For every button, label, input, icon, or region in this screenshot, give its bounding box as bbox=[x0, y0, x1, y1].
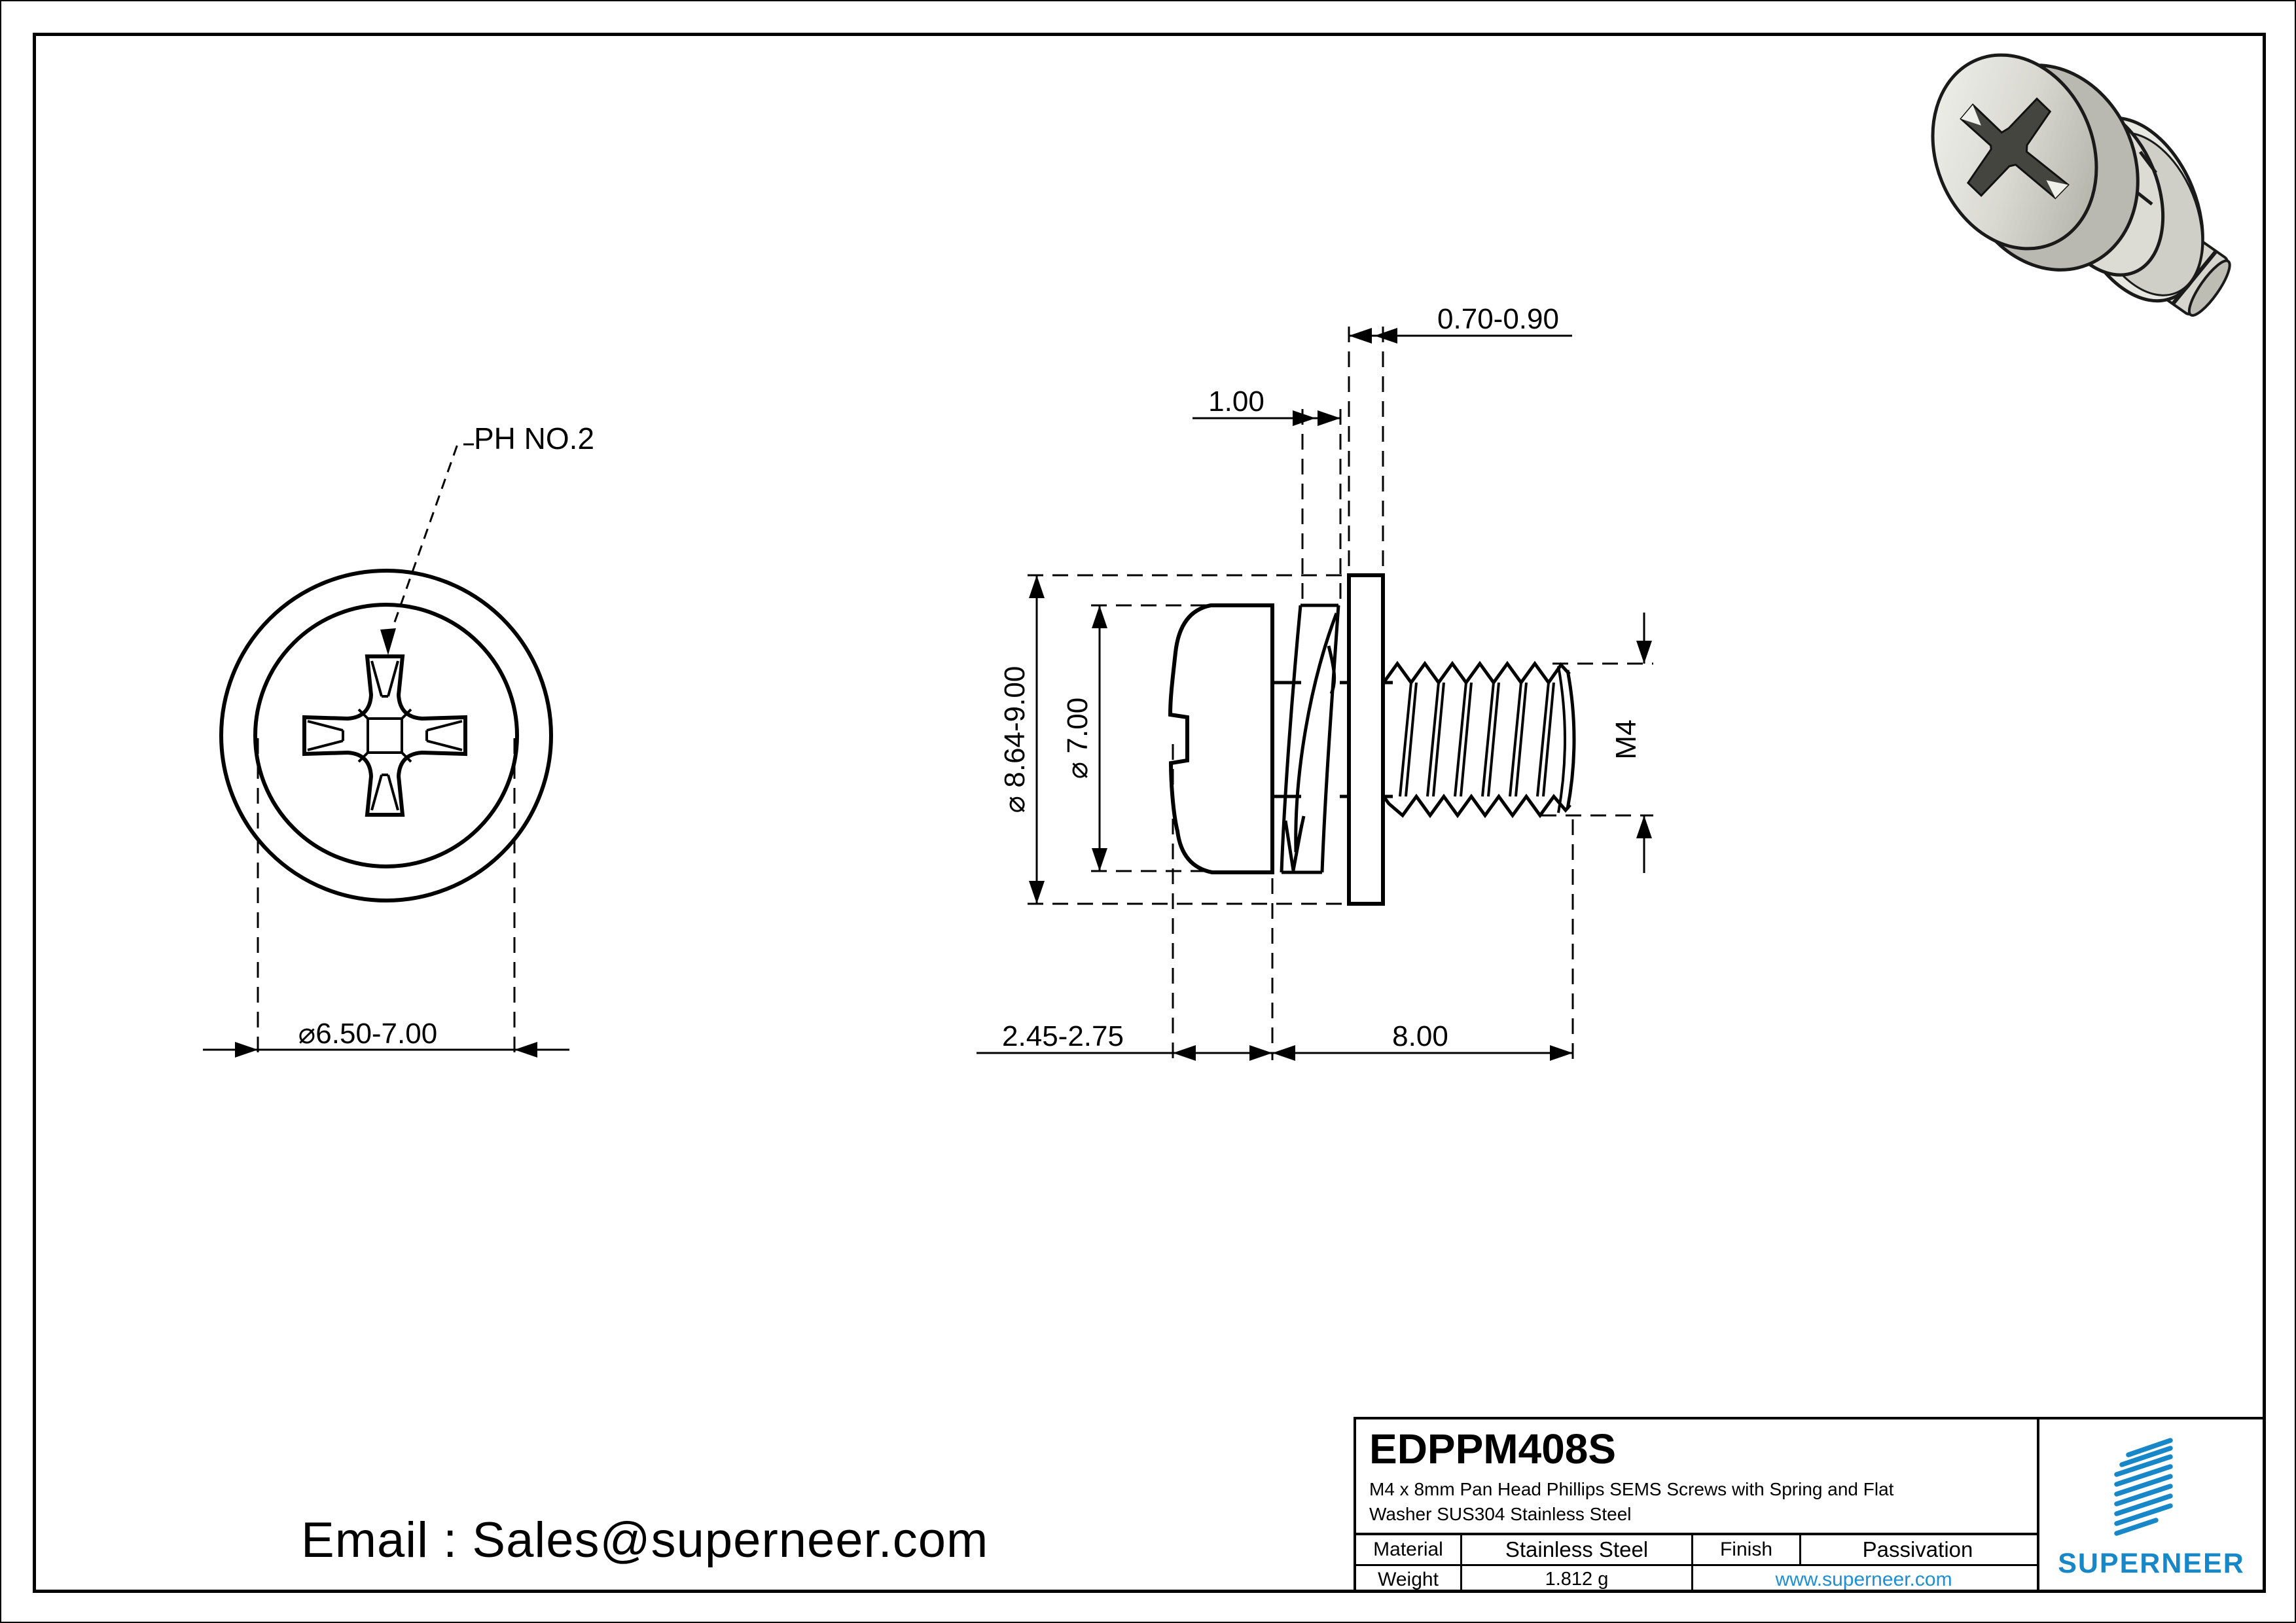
recess-label: PH NO.2 bbox=[474, 421, 594, 455]
side-view bbox=[1168, 573, 1576, 906]
contact-email: Email : Sales@superneer.com bbox=[301, 1512, 989, 1568]
tb-hline-2 bbox=[1356, 1564, 2037, 1566]
weight-value: 1.812 g bbox=[1545, 1569, 1609, 1590]
dim-thread bbox=[1541, 613, 1653, 873]
title-block: EDPPM408S M4 x 8mm Pan Head Phillips SEM… bbox=[1354, 1417, 2266, 1593]
material-label: Material bbox=[1373, 1539, 1443, 1560]
logo-area: SUPERNEER bbox=[2037, 1419, 2266, 1590]
front-view bbox=[219, 569, 553, 902]
finish-label: Finish bbox=[1719, 1539, 1773, 1560]
head-profile bbox=[1168, 603, 1274, 874]
washer-outline-circle bbox=[219, 569, 553, 902]
dim-flat-washer-text: 0.70-0.90 bbox=[1437, 303, 1559, 335]
flat-washer bbox=[1347, 573, 1385, 906]
drawing-frame bbox=[33, 33, 2266, 1593]
front-dim-text: ⌀6.50-7.00 bbox=[298, 1018, 437, 1050]
dim-washer-od-text: ⌀ 8.64-9.00 bbox=[999, 666, 1031, 813]
tb-vline-logo bbox=[2037, 1419, 2039, 1590]
tb-vline-1 bbox=[1460, 1533, 1462, 1593]
part-number: EDPPM408S bbox=[1369, 1425, 1617, 1472]
screw-3d-render bbox=[1931, 53, 2231, 317]
dim-spring-washer-thickness bbox=[1193, 409, 1342, 601]
dim-thread-text: M4 bbox=[1610, 719, 1642, 759]
spring-washer bbox=[1280, 603, 1340, 874]
description-line2: Washer SUS304 Stainless Steel bbox=[1369, 1504, 1632, 1524]
dim-head-od bbox=[1091, 604, 1209, 872]
part-description: M4 x 8mm Pan Head Phillips SEMS Screws w… bbox=[1369, 1477, 1893, 1527]
material-value: Stainless Steel bbox=[1505, 1537, 1649, 1561]
leader-arrowhead bbox=[380, 628, 396, 655]
dim-bottom bbox=[977, 744, 1574, 1061]
brand-name: SUPERNEER bbox=[2058, 1548, 2245, 1579]
dim-spring-washer-text: 1.00 bbox=[1208, 385, 1265, 418]
weight-label: Weight bbox=[1378, 1568, 1439, 1590]
thread-flank-lines bbox=[1399, 682, 1555, 797]
website-link[interactable]: www.superneer.com bbox=[1775, 1568, 1952, 1590]
render-phillips bbox=[1960, 97, 2070, 200]
description-line1: M4 x 8mm Pan Head Phillips SEMS Screws w… bbox=[1369, 1479, 1894, 1499]
tb-vline-3 bbox=[1799, 1533, 1801, 1564]
dim-head-od-text: ⌀ 7.00 bbox=[1062, 698, 1094, 779]
dim-washer-od bbox=[1028, 574, 1346, 905]
tb-vline-2 bbox=[1691, 1533, 1693, 1593]
superneer-logo-icon bbox=[2114, 1438, 2173, 1536]
dim-thread-length-text: 8.00 bbox=[1392, 1020, 1448, 1052]
dim-flat-washer-thickness bbox=[1348, 327, 1572, 571]
front-dim-head-diameter bbox=[203, 738, 569, 1060]
recess-callout: PH NO.2 bbox=[380, 421, 594, 655]
thread-profile bbox=[1382, 660, 1576, 819]
dim-head-height-text: 2.45-2.75 bbox=[1002, 1020, 1124, 1052]
head-outline-circle bbox=[253, 603, 519, 868]
tb-hline-1 bbox=[1356, 1533, 2037, 1535]
phillips-recess-detail bbox=[307, 660, 463, 811]
phillips-recess-outline bbox=[302, 654, 467, 817]
finish-value: Passivation bbox=[1862, 1537, 1973, 1561]
